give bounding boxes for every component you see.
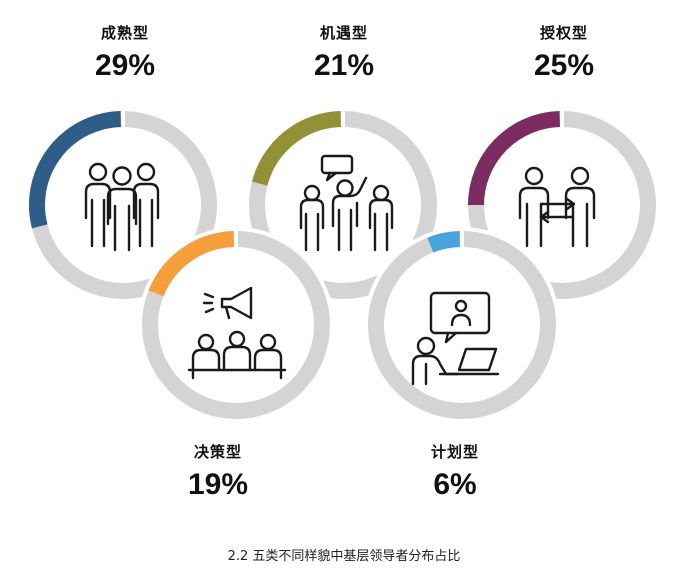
value-opportunity: 21% (313, 49, 375, 82)
ring-arc-opportunity (251, 111, 342, 186)
label-planning: 计划型 (430, 443, 479, 461)
ring-arc-empowering (468, 111, 561, 206)
value-mature: 29% (94, 49, 156, 82)
label-mature: 成熟型 (100, 24, 149, 42)
label-empowering: 授权型 (539, 24, 588, 42)
value-decision: 19% (187, 468, 249, 501)
label-opportunity: 机遇型 (319, 24, 368, 42)
group-of-three-people-icon (84, 162, 160, 252)
ring-arc-mature (29, 111, 122, 229)
two-people-exchange-arrows-icon (518, 166, 596, 248)
figure-caption: 2.2 五类不同样貌中基层领导者分布占比 (227, 549, 461, 564)
ring-arc-planning (427, 231, 461, 253)
team-meeting-megaphone-icon (187, 286, 287, 380)
value-planning: 6% (433, 468, 477, 501)
ring-arc-decision (148, 231, 235, 297)
person-at-laptop-video-call-icon (411, 291, 500, 386)
value-empowering: 25% (533, 49, 595, 82)
people-with-speech-bubble-icon (299, 154, 394, 252)
label-decision: 决策型 (193, 443, 242, 461)
